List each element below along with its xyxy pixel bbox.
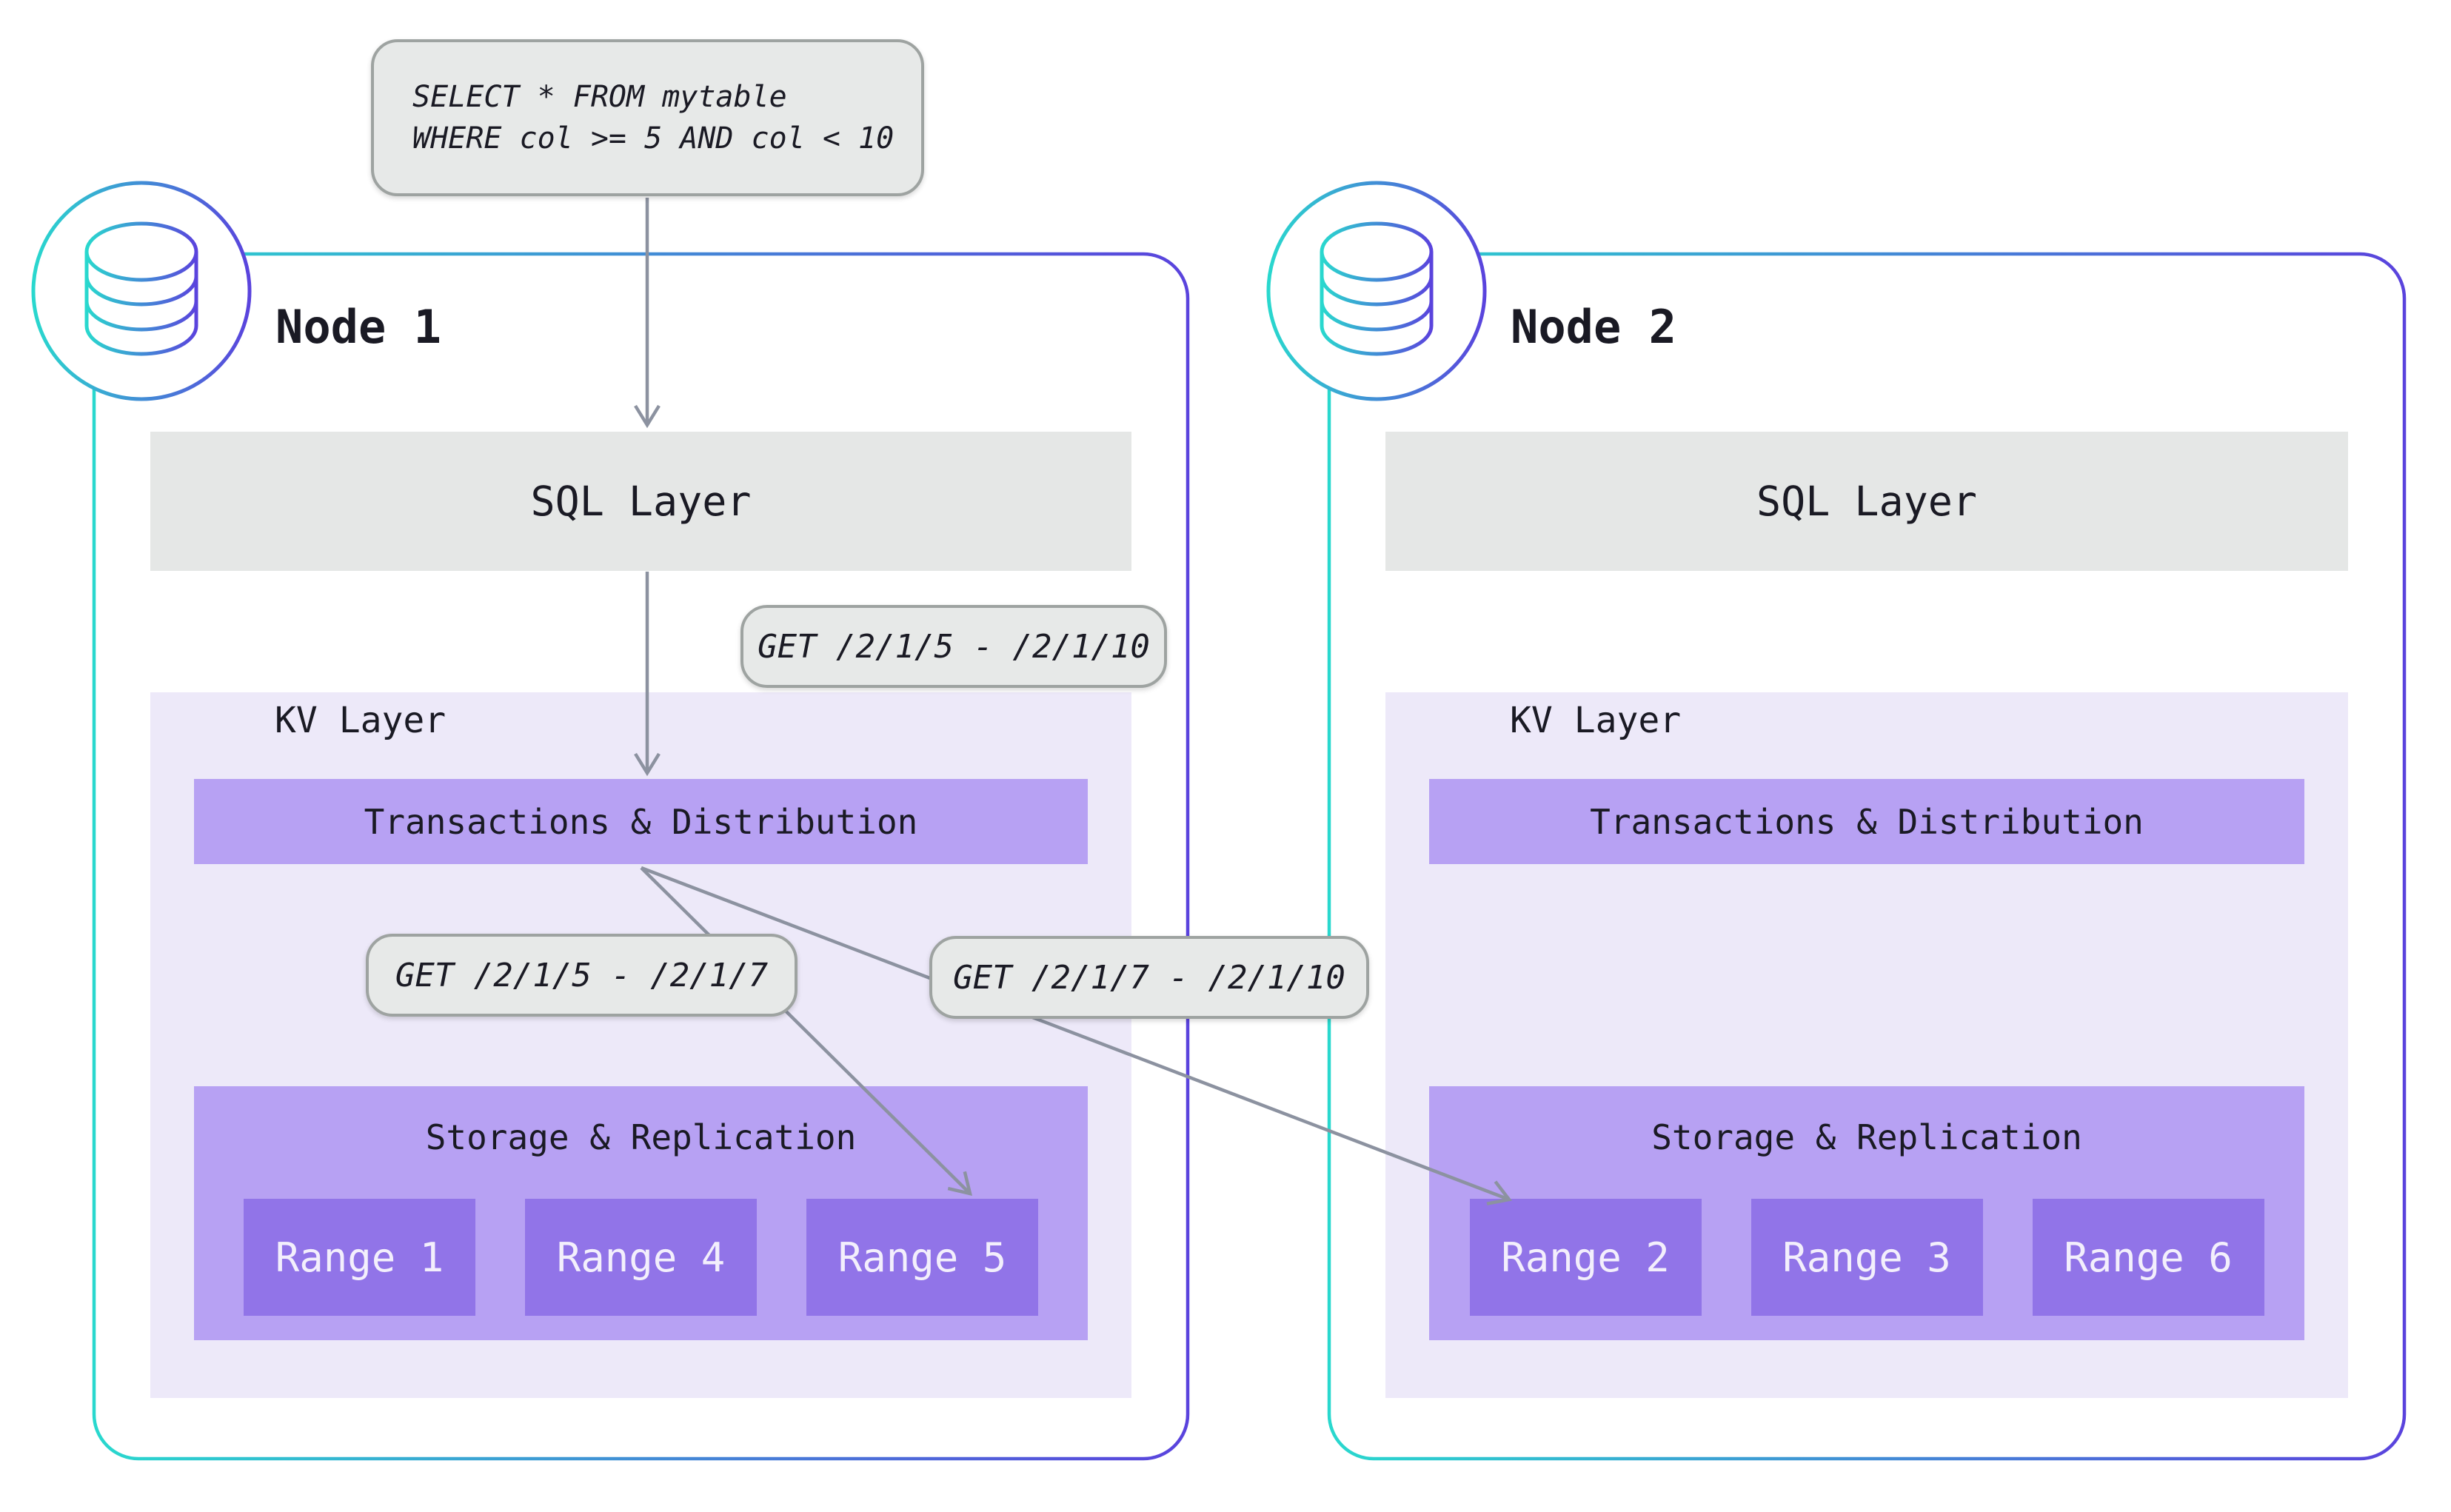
transactions-distribution-box: Transactions & Distribution	[1429, 779, 2304, 864]
node-title: Node 1	[275, 300, 441, 354]
storage-replication-box: Storage & Replication Range 2 Range 3 Ra…	[1429, 1086, 2304, 1340]
node-title: Node 2	[1511, 300, 1676, 354]
kv-layer-label: KV Layer	[275, 700, 447, 741]
range-row: Range 2 Range 3 Range 6	[1429, 1199, 2304, 1316]
sql-layer-label: SQL Layer	[530, 478, 752, 525]
kv-layer-box: KV Layer Transactions & Distribution Sto…	[150, 692, 1131, 1398]
transactions-distribution-label: Transactions & Distribution	[1590, 801, 2144, 842]
sql-layer-label: SQL Layer	[1756, 478, 1977, 525]
range-box: Range 6	[2032, 1199, 2264, 1316]
kv-layer-label: KV Layer	[1510, 700, 1682, 741]
storage-replication-label: Storage & Replication	[425, 1117, 857, 1157]
transactions-distribution-box: Transactions & Distribution	[194, 779, 1088, 864]
sql-query-box: SELECT * FROM mytable WHERE col >= 5 AND…	[371, 39, 924, 196]
get-request-full-range: GET /2/1/5 - /2/1/10	[740, 605, 1167, 688]
range-box: Range 5	[806, 1199, 1038, 1316]
sql-query-line: WHERE col >= 5 AND col < 10	[412, 121, 895, 155]
sql-layer-box: SQL Layer	[150, 432, 1131, 571]
storage-replication-label: Storage & Replication	[1651, 1117, 2082, 1157]
get-request-left-split: GET /2/1/5 - /2/1/7	[366, 934, 798, 1017]
range-row: Range 1 Range 4 Range 5	[194, 1199, 1088, 1316]
get-request-label: GET /2/1/7 - /2/1/10	[953, 958, 1345, 997]
transactions-distribution-label: Transactions & Distribution	[364, 801, 918, 842]
range-box: Range 4	[525, 1199, 757, 1316]
node-2: Node 2 SQL Layer KV Layer Transactions &…	[1329, 254, 2404, 1459]
storage-replication-box: Storage & Replication Range 1 Range 4 Ra…	[194, 1086, 1088, 1340]
range-box: Range 3	[1751, 1199, 1983, 1316]
node-1: Node 1 SQL Layer KV Layer Transactions &…	[94, 254, 1188, 1459]
kv-layer-box: KV Layer Transactions & Distribution Sto…	[1385, 692, 2348, 1398]
sql-layer-box: SQL Layer	[1385, 432, 2348, 571]
get-request-label: GET /2/1/5 - /2/1/7	[395, 956, 769, 994]
sql-query-line: SELECT * FROM mytable	[412, 80, 787, 114]
range-box: Range 2	[1469, 1199, 1702, 1316]
get-request-right-split: GET /2/1/7 - /2/1/10	[929, 936, 1369, 1019]
get-request-label: GET /2/1/5 - /2/1/10	[758, 627, 1150, 666]
range-box: Range 1	[244, 1199, 475, 1316]
